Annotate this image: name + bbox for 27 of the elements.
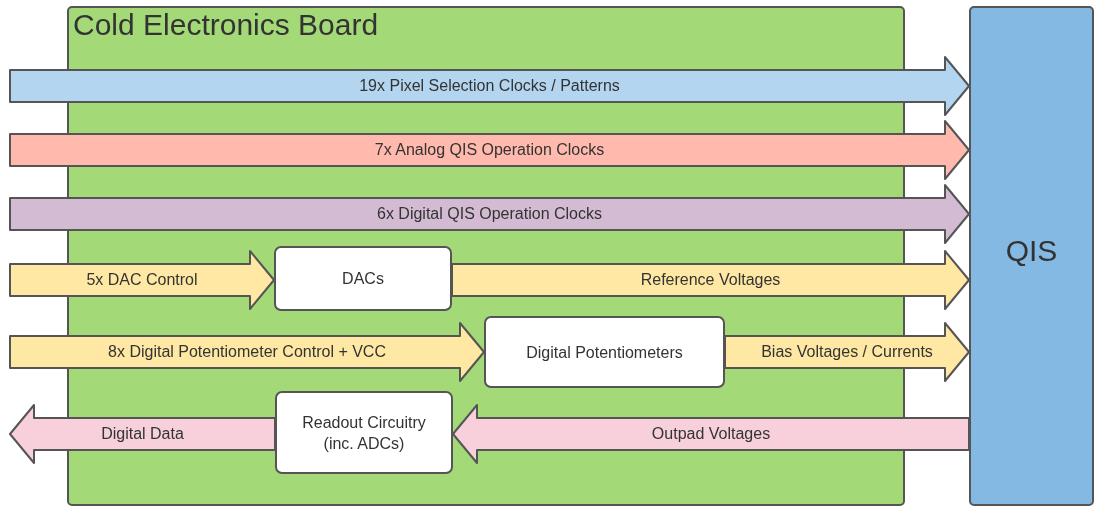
edge-label: Reference Voltages (640, 271, 781, 289)
edge-label: 19x Pixel Selection Clocks / Patterns (359, 77, 620, 95)
block-arrow (9, 56, 970, 116)
block-arrow (9, 322, 485, 382)
process-box (275, 391, 453, 474)
block-arrow (9, 184, 970, 244)
process-box (484, 316, 725, 388)
block-arrow (9, 404, 276, 464)
block-arrow (452, 404, 970, 464)
chip-label: QIS (1005, 234, 1058, 268)
edge-label: 6x Digital QIS Operation Clocks (377, 205, 602, 223)
edge-label: 7x Analog QIS Operation Clocks (374, 141, 605, 159)
edge-label: Bias Voltages / Currents (761, 343, 933, 361)
process-box (274, 246, 452, 311)
block-arrow (9, 250, 275, 310)
board-title: Cold Electronics Board (73, 8, 379, 42)
edge-label: Outpad Voltages (651, 425, 771, 443)
block-arrow (9, 120, 970, 180)
box-label: Digital Potentiometers (526, 342, 683, 363)
box-label: Readout Circuitry (inc. ADCs) (301, 412, 427, 454)
block-arrow (724, 322, 970, 382)
chip-panel (969, 6, 1094, 506)
edge-label: Digital Data (101, 425, 184, 443)
edge-label: 5x DAC Control (86, 271, 198, 289)
block-arrow (451, 250, 970, 310)
edge-label: 8x Digital Potentiometer Control + VCC (108, 343, 386, 361)
box-label: DACs (342, 269, 384, 289)
